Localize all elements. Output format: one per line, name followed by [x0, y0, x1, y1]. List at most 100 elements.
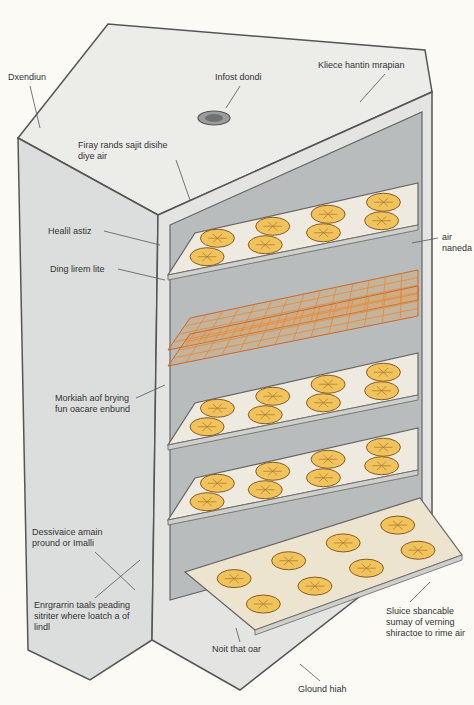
- leader-line: [176, 160, 190, 200]
- slice-seed-line: [198, 256, 207, 257]
- callout-label: Kliece hantin mrapian: [318, 60, 418, 71]
- slice-seed-line: [268, 392, 273, 396]
- slice-seed-line: [323, 477, 332, 478]
- slice-seed-line: [265, 490, 270, 494]
- slice-seed-line: [256, 244, 265, 245]
- slice-body: [256, 217, 290, 235]
- slice-body: [248, 406, 282, 424]
- slice-body: [366, 438, 400, 456]
- slice-seed-line: [382, 390, 391, 391]
- slice-seed-line: [413, 550, 418, 554]
- fruit-slice: [190, 493, 224, 511]
- slice-seed-line: [234, 578, 243, 579]
- slice-seed-line: [323, 455, 328, 459]
- slice-body: [306, 394, 340, 412]
- slice-seed-line: [328, 384, 333, 388]
- slice-seed-line: [261, 245, 266, 249]
- slice-seed-line: [254, 604, 263, 605]
- vent-hole-inner: [205, 114, 223, 122]
- slice-seed-line: [273, 471, 278, 475]
- slice-seed-line: [202, 497, 207, 501]
- leader-line: [104, 231, 160, 245]
- fruit-slice: [401, 541, 435, 559]
- slice-body: [366, 363, 400, 381]
- leader-lines: [30, 74, 438, 681]
- tray-lip: [168, 225, 418, 280]
- slice-seed-line: [284, 556, 289, 560]
- slice-seed-line: [328, 380, 333, 384]
- fruit-slice: [381, 516, 415, 534]
- slice-body: [256, 462, 290, 480]
- slice-seed-line: [234, 574, 239, 578]
- slice-seed-line: [377, 391, 382, 395]
- slice-seed-line: [261, 490, 266, 494]
- slice-seed-line: [207, 501, 216, 502]
- slice-body: [366, 193, 400, 211]
- slice-seed-line: [382, 216, 387, 220]
- slice-body: [326, 534, 360, 552]
- slice-seed-line: [256, 489, 265, 490]
- slice-seed-line: [202, 502, 207, 506]
- slice-seed-line: [343, 543, 348, 547]
- slice-seed-line: [343, 539, 348, 543]
- slice-seed-line: [382, 461, 387, 465]
- slice-seed-line: [319, 473, 324, 477]
- slice-seed-line: [202, 422, 207, 426]
- slice-seed-line: [207, 497, 212, 501]
- slice-seed-line: [374, 447, 383, 448]
- slice-seed-line: [409, 550, 418, 551]
- slice-seed-line: [213, 408, 218, 412]
- slice-seed-line: [263, 600, 268, 604]
- slice-seed-line: [310, 582, 315, 586]
- slice-seed-line: [323, 478, 328, 482]
- fruit-slice: [306, 224, 340, 242]
- fruit-slice: [366, 193, 400, 211]
- slice-seed-line: [338, 543, 343, 547]
- slice-seed-line: [319, 214, 328, 215]
- slice-seed-line: [273, 392, 278, 396]
- slice-seed-line: [198, 501, 207, 502]
- slice-body: [365, 212, 399, 230]
- fruit-slice: [306, 469, 340, 487]
- callout-label: Morkiah aof brying fun oacare enbund: [55, 393, 140, 415]
- slice-seed-line: [314, 402, 323, 403]
- fruit-slice: [256, 387, 290, 405]
- slice-seed-line: [393, 521, 398, 525]
- slice-seed-line: [398, 521, 403, 525]
- slice-seed-line: [362, 568, 367, 572]
- slice-seed-line: [366, 568, 371, 572]
- slice-seed-line: [261, 415, 266, 419]
- slice-seed-line: [383, 372, 392, 373]
- slice-seed-line: [314, 477, 323, 478]
- fruit-slice: [311, 375, 345, 393]
- slice-seed-line: [393, 525, 398, 529]
- heating-wire: [185, 294, 419, 343]
- slice-seed-line: [374, 202, 383, 203]
- slice-seed-line: [418, 550, 423, 554]
- leader-line: [360, 74, 385, 102]
- slice-body: [248, 236, 282, 254]
- slice-seed-line: [323, 398, 328, 402]
- slice-seed-line: [217, 238, 222, 242]
- slice-seed-line: [284, 561, 289, 565]
- slice-seed-line: [328, 214, 333, 218]
- slice-seed-line: [229, 574, 234, 578]
- slice-seed-line: [217, 408, 226, 409]
- slice-seed-line: [379, 443, 384, 447]
- slice-seed-line: [388, 525, 397, 526]
- fruit-slice: [365, 382, 399, 400]
- leader-line: [236, 628, 240, 642]
- callout-label: Infost dondi: [215, 72, 285, 83]
- slice-seed-line: [229, 579, 234, 583]
- fruit-slice: [256, 217, 290, 235]
- slice-seed-line: [377, 216, 382, 220]
- callout-label: air naneda: [442, 232, 474, 254]
- slice-seed-line: [202, 427, 207, 431]
- slice-seed-line: [207, 422, 212, 426]
- leader-line: [95, 552, 135, 590]
- slice-seed-line: [398, 525, 407, 526]
- slice-seed-line: [273, 222, 278, 226]
- slice-seed-line: [217, 479, 222, 483]
- slice-seed-line: [383, 447, 388, 451]
- slice-seed-line: [328, 384, 337, 385]
